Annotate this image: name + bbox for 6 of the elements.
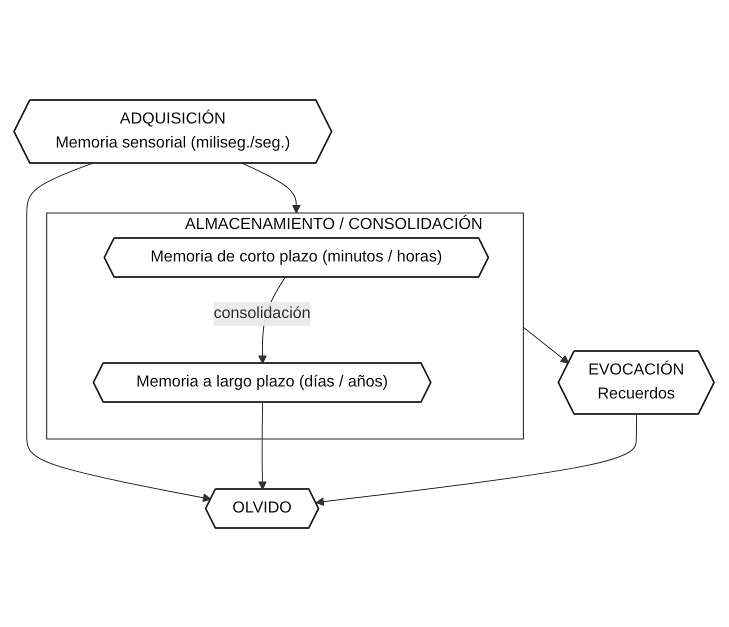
arrow	[523, 326, 570, 364]
arrow	[242, 162, 302, 213]
edge-label: consolidación	[214, 304, 312, 322]
arrow	[258, 402, 268, 490]
arrow	[26, 162, 212, 502]
arrow	[316, 414, 638, 506]
